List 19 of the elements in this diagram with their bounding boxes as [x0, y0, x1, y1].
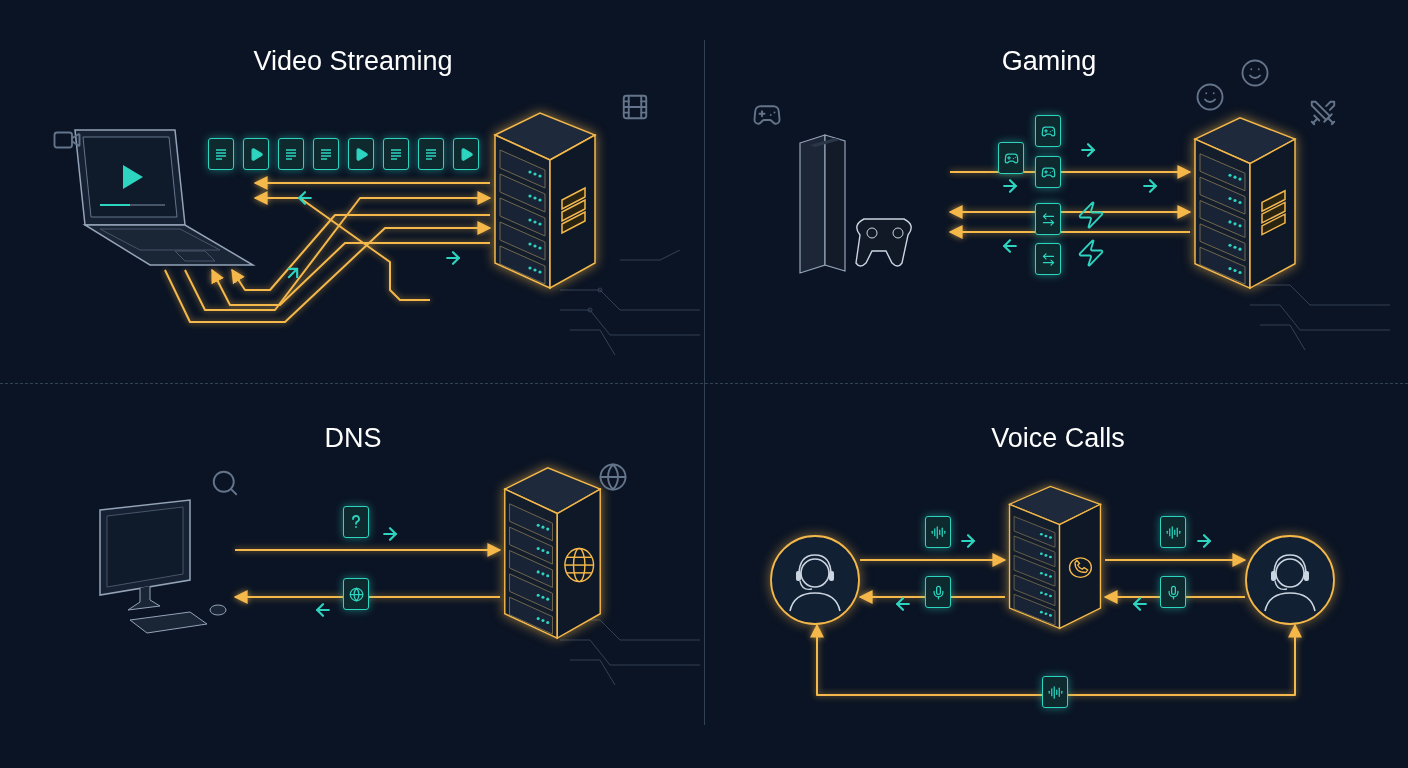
arrow: [211, 242, 491, 306]
section-title: DNS: [324, 422, 382, 455]
arrow: [164, 221, 492, 323]
arrow: [948, 225, 1191, 239]
person-with-headset-drawing: [1245, 535, 1335, 625]
arrow: [1104, 553, 1247, 567]
arrow: [253, 176, 491, 190]
arrow: [234, 543, 502, 557]
arrow: [253, 191, 431, 301]
arrow: [184, 191, 492, 311]
arrow: [810, 623, 1302, 696]
arrow: [948, 205, 1192, 219]
section-title: Voice Calls: [991, 422, 1125, 455]
arrow: [233, 590, 501, 604]
arrow: [231, 214, 491, 291]
section-title: Video Streaming: [253, 45, 453, 78]
person-with-headset-drawing: [770, 535, 860, 625]
section-title: Gaming: [1001, 45, 1097, 78]
arrow: [859, 553, 1007, 567]
